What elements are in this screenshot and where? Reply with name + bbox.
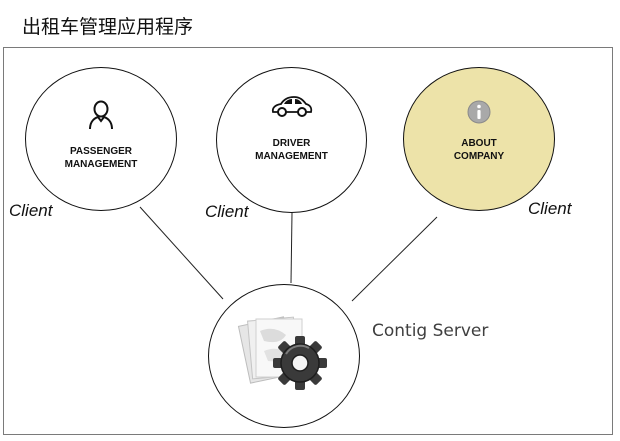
client-label-about: Client [528, 199, 572, 218]
connector-driver-server [290, 212, 293, 284]
passenger-management-node: PASSENGER MANAGEMENT [25, 67, 177, 211]
connector-about-server [351, 216, 438, 302]
car-icon [270, 96, 314, 122]
driver-label: DRIVER MANAGEMENT [255, 138, 328, 162]
client-label-driver: Client [205, 202, 249, 221]
gear-icon [234, 311, 334, 397]
about-company-node: ABOUT COMPANY [403, 67, 555, 211]
connector-passenger-server [139, 206, 224, 300]
config-server-label: Contig Server [372, 321, 489, 341]
person-icon [88, 100, 114, 134]
driver-management-node: DRIVER MANAGEMENT [216, 67, 367, 213]
diagram-frame [3, 47, 613, 435]
about-label: ABOUT COMPANY [453, 138, 505, 162]
passenger-label: PASSENGER MANAGEMENT [64, 146, 138, 170]
info-icon [467, 100, 491, 128]
client-label-passenger: Client [9, 201, 53, 220]
config-server-node [208, 284, 360, 428]
diagram-title: 出租车管理应用程序 [22, 16, 194, 38]
